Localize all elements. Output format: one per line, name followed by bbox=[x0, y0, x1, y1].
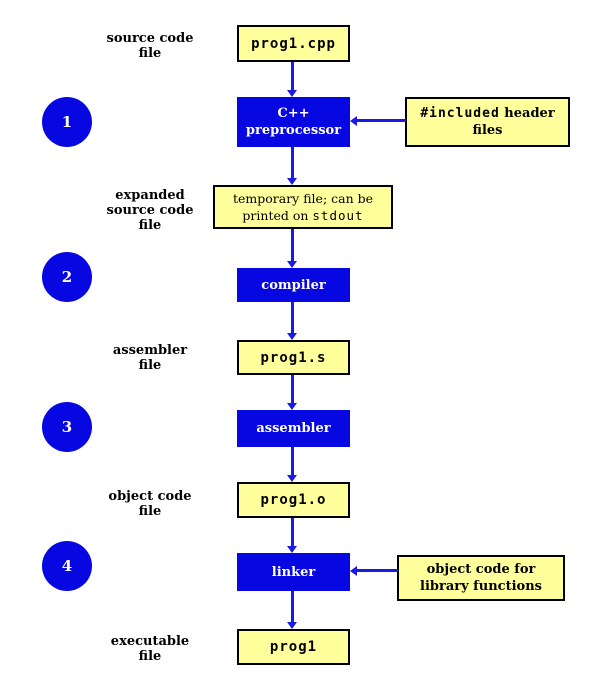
stdout-code-text: stdout bbox=[312, 208, 364, 223]
file-box-prog1-s: prog1.s bbox=[237, 340, 350, 375]
process-box-assembler: assembler bbox=[237, 410, 350, 447]
side-box-included-header-files: #included header files bbox=[405, 97, 570, 147]
arrow-line-temporary-to-compiler bbox=[291, 229, 294, 261]
arrow-head-down-icon bbox=[287, 403, 297, 410]
arrow-head-left-icon bbox=[350, 116, 357, 126]
arrow-head-down-icon bbox=[287, 261, 297, 268]
label-object-code-file: object code file bbox=[108, 489, 192, 519]
arrow-line-linker-to-executable bbox=[291, 591, 294, 622]
arrow-head-down-icon bbox=[287, 90, 297, 97]
arrow-head-down-icon bbox=[287, 475, 297, 482]
file-box-prog1-cpp: prog1.cpp bbox=[237, 25, 350, 62]
header-files-line2: files bbox=[472, 123, 503, 138]
header-word-text: header bbox=[499, 106, 555, 121]
process-box-cpp-preprocessor: C++ preprocessor bbox=[237, 97, 350, 147]
file-box-prog1-executable: prog1 bbox=[237, 629, 350, 665]
file-box-prog1-o: prog1.o bbox=[237, 482, 350, 518]
side-box-library-object-code: object code for library functions bbox=[397, 555, 565, 601]
temporary-file-printed-on-text: printed on bbox=[242, 208, 313, 223]
included-directive-text: #included bbox=[420, 106, 500, 121]
label-expanded-source-code-file: expanded source code file bbox=[106, 188, 194, 233]
label-source-code-file: source code file bbox=[106, 31, 194, 61]
arrow-head-left-icon bbox=[350, 566, 357, 576]
arrow-line-preprocessor-to-temporary bbox=[291, 147, 294, 178]
arrow-line-object-file-to-linker bbox=[291, 518, 294, 546]
label-executable-file: executable file bbox=[110, 634, 190, 664]
process-box-compiler: compiler bbox=[237, 268, 350, 302]
step-1-badge: 1 bbox=[42, 97, 92, 147]
step-3-badge: 3 bbox=[42, 402, 92, 452]
temporary-file-text-line2: printed on stdout bbox=[242, 207, 363, 224]
arrow-head-down-icon bbox=[287, 546, 297, 553]
header-files-line1: #included header bbox=[420, 105, 554, 122]
file-box-temporary-file: temporary file; can be printed on stdout bbox=[213, 185, 393, 229]
arrow-head-down-icon bbox=[287, 178, 297, 185]
step-4-badge: 4 bbox=[42, 541, 92, 591]
step-2-badge: 2 bbox=[42, 252, 92, 302]
arrow-line-headers-to-preprocessor bbox=[357, 119, 406, 122]
temporary-file-text-line1: temporary file; can be bbox=[232, 191, 374, 206]
arrow-line-assembler-to-object-file bbox=[291, 447, 294, 475]
label-assembler-file: assembler file bbox=[112, 343, 188, 373]
arrow-line-compiler-to-assembly-file bbox=[291, 302, 294, 333]
arrow-head-down-icon bbox=[287, 622, 297, 629]
arrow-line-libraries-to-linker bbox=[357, 569, 398, 572]
arrow-head-down-icon bbox=[287, 333, 297, 340]
arrow-line-assembly-file-to-assembler bbox=[291, 375, 294, 403]
arrow-line-source-to-preprocessor bbox=[291, 62, 294, 90]
process-box-linker: linker bbox=[237, 553, 350, 591]
